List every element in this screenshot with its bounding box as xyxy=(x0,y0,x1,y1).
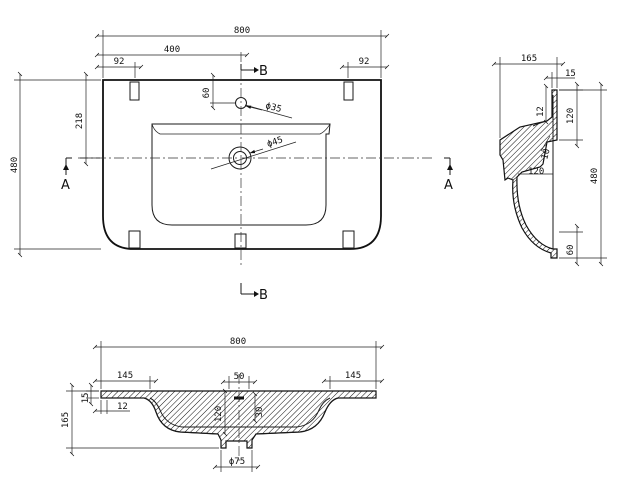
dim-front-depth: 165 xyxy=(61,412,71,428)
basin-outline xyxy=(102,79,382,250)
dim-tap-from-back: 60 xyxy=(202,88,212,99)
dim-center-offset: 400 xyxy=(164,45,180,55)
plan-view: 800 400 92 92 480 218 60 ϕ35 ϕ45 xyxy=(10,26,453,303)
section-b-bottom: B xyxy=(259,288,268,303)
dim-drain-hole: ϕ45 xyxy=(266,135,285,150)
dim-side-wall: 10 xyxy=(540,148,552,161)
side-section-body xyxy=(499,89,558,259)
dim-front-width: 800 xyxy=(230,337,246,347)
dim-front-rim: 15 xyxy=(81,393,91,404)
dim-side-back-height: 120 xyxy=(566,108,576,124)
slot-front-mid xyxy=(234,233,247,249)
dim-side-rim: 15 xyxy=(565,69,576,79)
dim-tap-y: 218 xyxy=(75,113,85,129)
dim-front-overflow-height: 30 xyxy=(255,407,265,418)
dim-side-depth: 165 xyxy=(521,54,537,64)
dim-width: 800 xyxy=(234,26,250,36)
dim-left-edge: 92 xyxy=(114,57,125,67)
dim-front-overflow-width: 50 xyxy=(234,372,245,382)
bowl-outline xyxy=(151,123,331,226)
dim-front-rim-thickness: 12 xyxy=(117,402,128,412)
dim-side-rim-thickness: 12 xyxy=(536,106,546,117)
slot-back-left xyxy=(129,81,140,101)
slot-back-right xyxy=(343,81,354,101)
dim-front-right-flat: 145 xyxy=(345,371,361,381)
section-a-right: A xyxy=(444,178,453,193)
dim-front-left-flat: 145 xyxy=(117,371,133,381)
dim-front-bowl-depth: 120 xyxy=(214,406,224,422)
dim-side-front-lip: 60 xyxy=(566,245,576,256)
dim-right-edge: 92 xyxy=(359,57,370,67)
dim-height: 480 xyxy=(10,157,20,173)
section-b-top: B xyxy=(259,64,268,79)
section-a-left: A xyxy=(61,178,70,193)
dim-front-drain: ϕ75 xyxy=(229,457,245,467)
front-section: 800 145 145 50 15 12 165 120 30 xyxy=(61,337,385,472)
dim-tap-hole: ϕ35 xyxy=(264,101,282,115)
side-section: 165 15 12 120 480 60 10 120 xyxy=(491,54,607,267)
dim-side-height: 480 xyxy=(590,168,600,184)
slot-front-right xyxy=(342,230,355,249)
dim-side-drop: 120 xyxy=(528,167,544,177)
slot-front-left xyxy=(128,230,141,249)
